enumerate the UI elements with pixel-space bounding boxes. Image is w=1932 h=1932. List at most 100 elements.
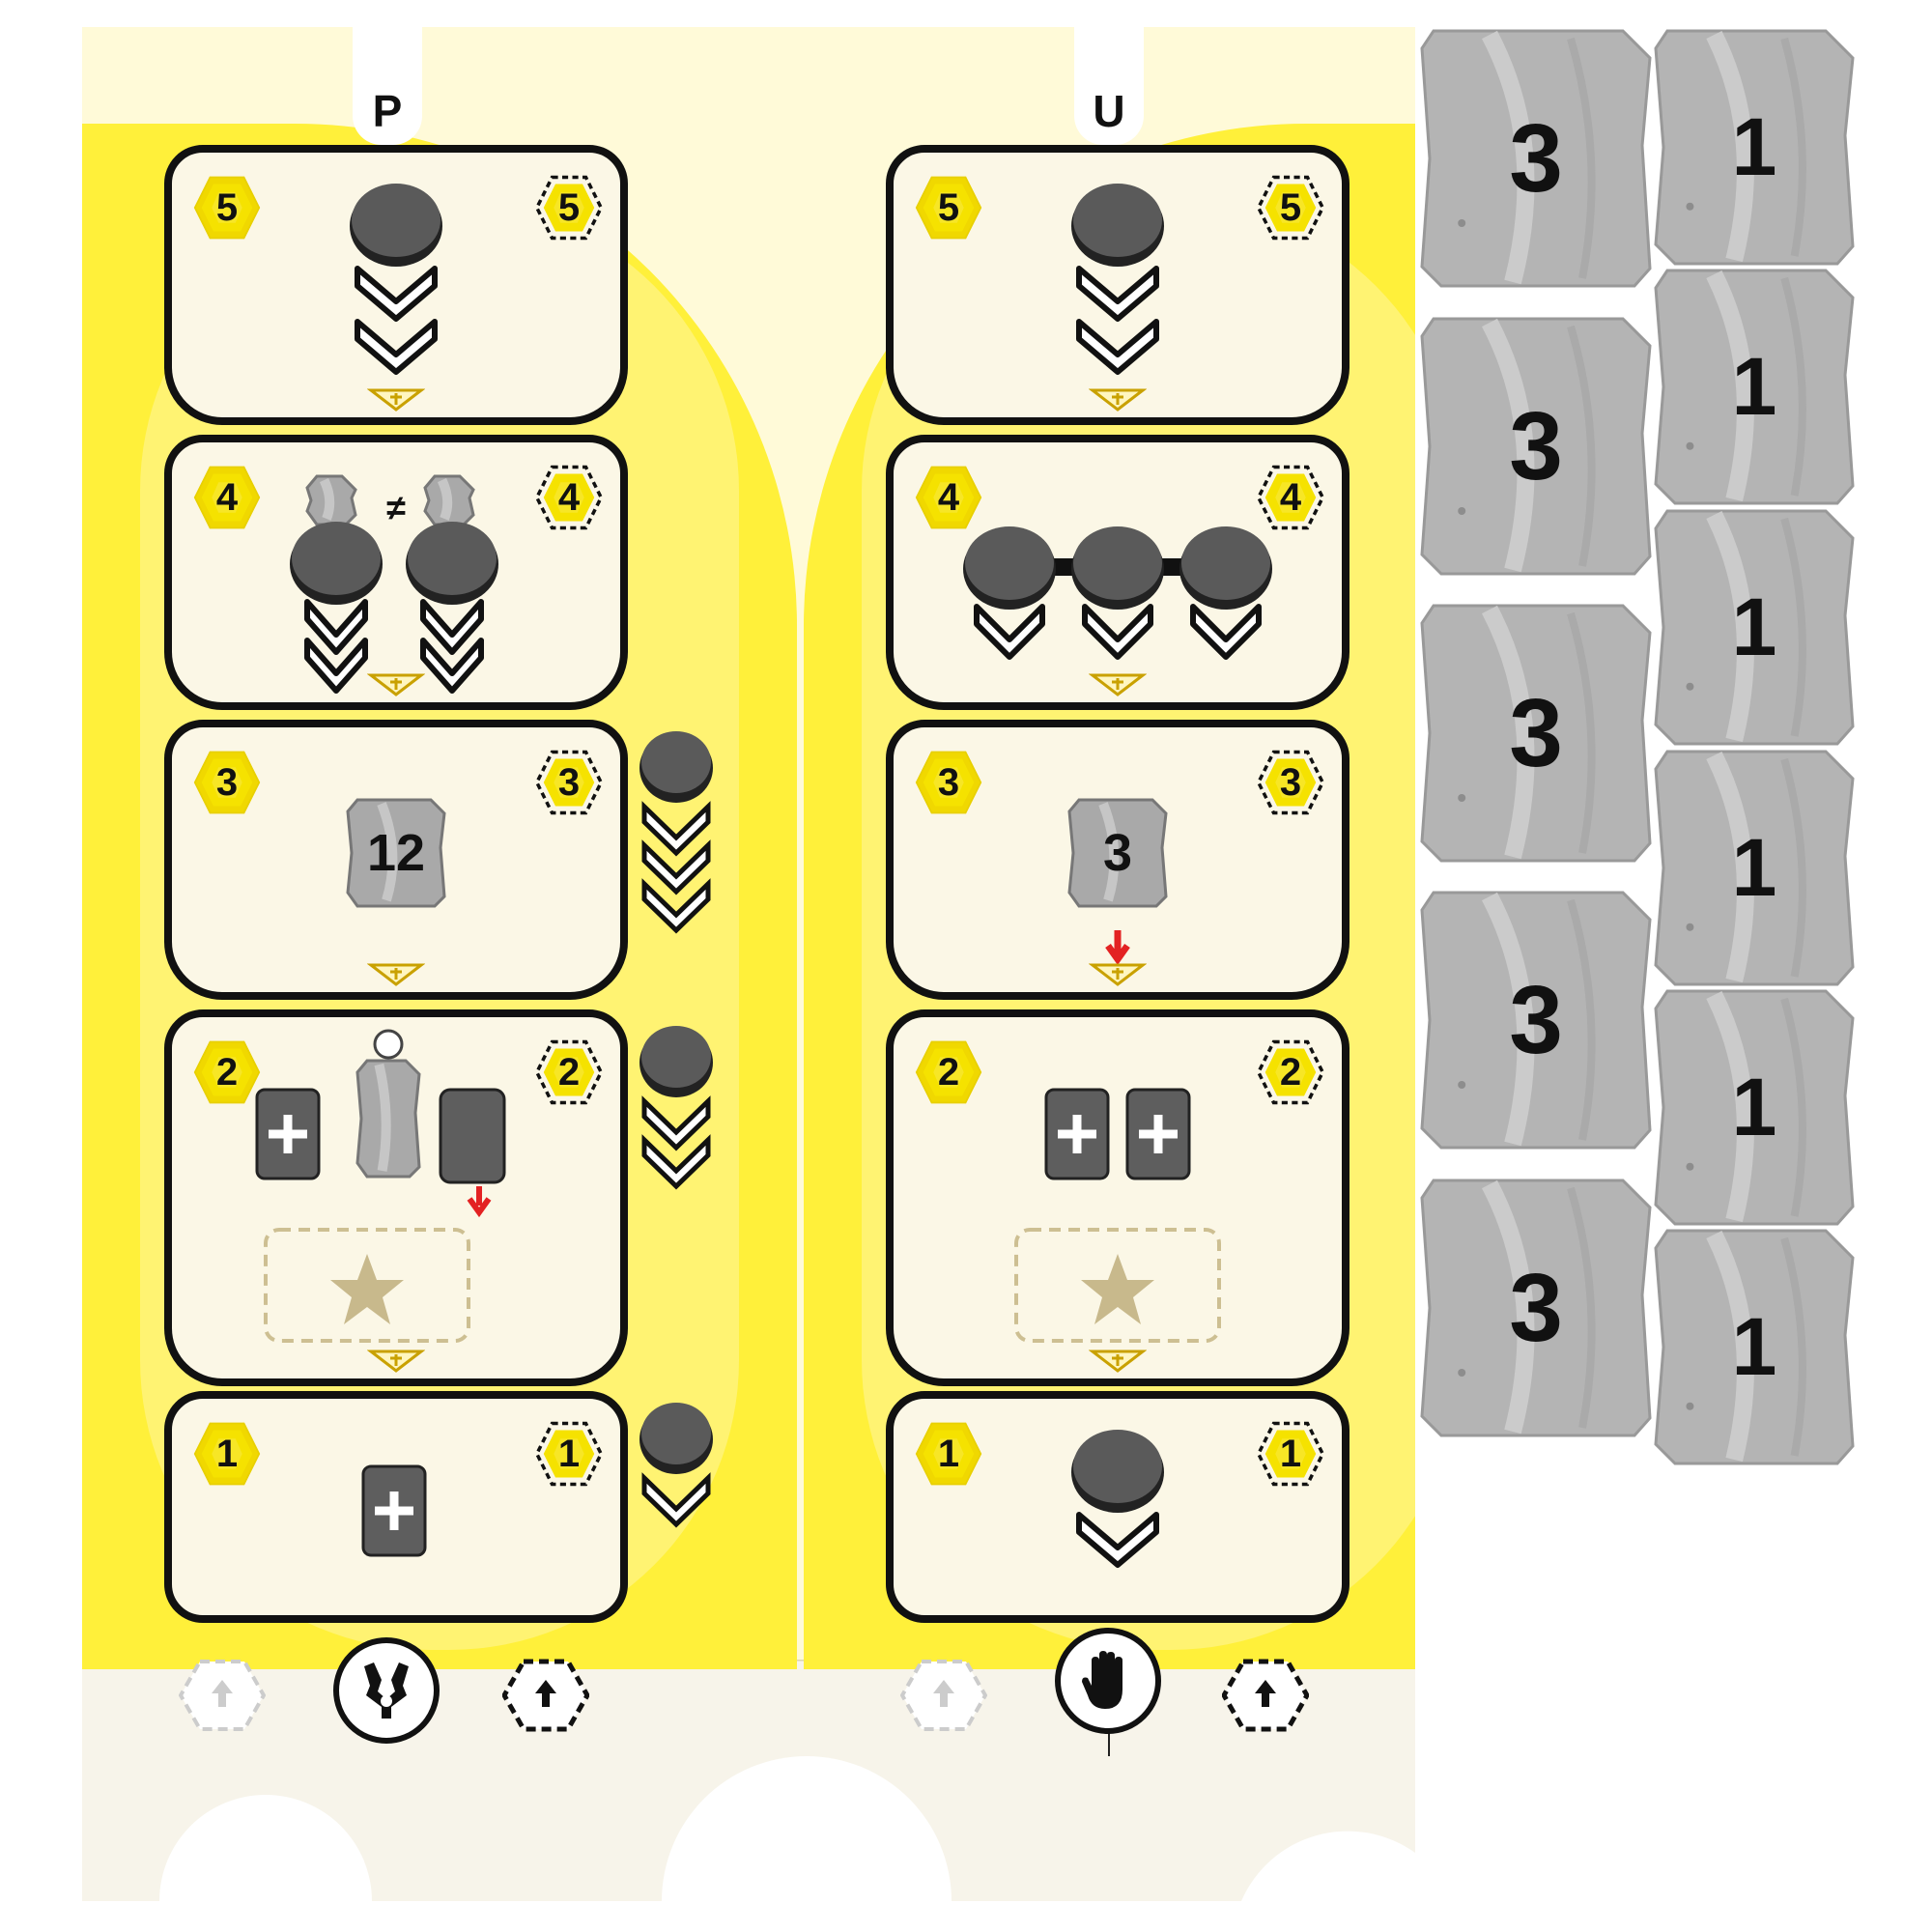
grabber-icon[interactable] xyxy=(333,1637,440,1744)
plus-tab-icon xyxy=(1088,1348,1148,1373)
tile-value: 12 xyxy=(366,824,426,882)
tier-card-u-2: 2 2 xyxy=(886,1009,1350,1386)
tier-action-icon xyxy=(894,727,1342,1011)
level-number: 2 xyxy=(215,1050,239,1094)
tier-card-u-5: 5 5 xyxy=(886,145,1350,425)
level-number: 4 xyxy=(1279,475,1302,519)
stone-tile-small: 1 xyxy=(1654,989,1855,1226)
tile-number: 1 xyxy=(1731,1062,1777,1152)
level-number: 1 xyxy=(557,1432,581,1475)
plus-tab-icon xyxy=(1088,961,1148,986)
tier-card-p-5: 5 5 xyxy=(164,145,628,425)
level-number: 5 xyxy=(937,185,960,229)
level-hex-dashed-icon: 1 xyxy=(534,1420,604,1488)
side-token-stack-1 xyxy=(639,1403,713,1528)
tier-action-icon xyxy=(172,727,620,1011)
column-u-label: U xyxy=(1074,27,1144,145)
tile-number: 1 xyxy=(1731,822,1777,913)
tier-action-icon xyxy=(894,1399,1342,1634)
level-hex-dashed-icon: 5 xyxy=(1256,174,1325,242)
level-hex-icon: 4 xyxy=(915,464,982,531)
column-p-label: P xyxy=(353,27,422,145)
tile-number: 3 xyxy=(1509,391,1563,500)
level-number: 3 xyxy=(937,760,960,804)
level-hex-dashed-icon: 4 xyxy=(534,464,604,531)
level-number: 2 xyxy=(1279,1050,1302,1094)
tile-number: 3 xyxy=(1509,678,1563,787)
level-number: 2 xyxy=(937,1050,960,1094)
tile-number: 1 xyxy=(1731,1301,1777,1392)
tier-card-p-3: 3 3 12 xyxy=(164,720,628,1000)
level-hex-icon: 1 xyxy=(193,1420,261,1488)
level-hex-icon: 3 xyxy=(193,749,261,816)
level-hex-icon: 4 xyxy=(193,464,261,531)
stone-tile-large: 3 xyxy=(1420,1179,1652,1437)
level-hex-icon: 5 xyxy=(915,174,982,242)
level-hex-icon: 3 xyxy=(915,749,982,816)
tile-number: 3 xyxy=(1509,103,1563,213)
arrow-up-icon xyxy=(1255,1680,1276,1707)
arrow-up-icon xyxy=(212,1680,233,1707)
level-hex-icon: 5 xyxy=(193,174,261,242)
svg-text:≠: ≠ xyxy=(386,488,406,527)
level-number: 3 xyxy=(1279,760,1302,804)
level-number: 5 xyxy=(1279,185,1302,229)
level-hex-dashed-icon: 2 xyxy=(1256,1038,1325,1106)
stone-tile-large: 3 xyxy=(1420,317,1652,576)
level-number: 1 xyxy=(1279,1432,1302,1475)
arrow-up-icon xyxy=(535,1680,556,1707)
tier-card-p-1: 1 1 xyxy=(164,1391,628,1623)
plus-tab-icon xyxy=(366,671,426,696)
level-number: 4 xyxy=(557,475,581,519)
board-lower-strip xyxy=(82,1660,1415,1901)
tile-number: 1 xyxy=(1731,582,1777,672)
stone-tile-small: 1 xyxy=(1654,509,1855,746)
tile-number: 1 xyxy=(1731,341,1777,432)
tier-card-p-2: 2 2 xyxy=(164,1009,628,1386)
level-number: 4 xyxy=(937,475,960,519)
level-number: 5 xyxy=(215,185,239,229)
plus-tab-icon xyxy=(366,1348,426,1373)
level-number: 3 xyxy=(557,760,581,804)
stone-tile-small: 1 xyxy=(1654,269,1855,505)
level-number: 4 xyxy=(215,475,239,519)
level-number: 2 xyxy=(557,1050,581,1094)
tier-card-u-1: 1 1 xyxy=(886,1391,1350,1623)
upgrade-slot xyxy=(502,1659,589,1732)
level-hex-dashed-icon: 2 xyxy=(534,1038,604,1106)
plus-tab-icon xyxy=(366,386,426,412)
plus-tab-icon xyxy=(1088,386,1148,412)
tier-action-icon: ≠ xyxy=(172,442,620,722)
level-number: 1 xyxy=(937,1432,960,1475)
tile-number: 1 xyxy=(1731,101,1777,192)
side-token-stack-2 xyxy=(639,1026,713,1190)
tile-value: 3 xyxy=(1102,824,1133,882)
tile-number: 3 xyxy=(1509,965,1563,1074)
upgrade-slot-faded xyxy=(179,1660,266,1731)
plus-tab-icon xyxy=(1088,671,1148,696)
level-hex-dashed-icon: 3 xyxy=(1256,749,1325,816)
tier-card-p-4: 4 4 ≠ xyxy=(164,435,628,710)
level-hex-icon: 2 xyxy=(193,1038,261,1106)
tier-card-u-3: 3 3 3 xyxy=(886,720,1350,1000)
level-hex-dashed-icon: 3 xyxy=(534,749,604,816)
plus-tab-icon xyxy=(366,961,426,986)
tier-action-icon xyxy=(894,442,1342,722)
hand-icon[interactable] xyxy=(1055,1628,1161,1734)
stone-tile-large: 3 xyxy=(1420,604,1652,863)
tier-card-u-4: 4 4 xyxy=(886,435,1350,710)
tile-number: 3 xyxy=(1509,1253,1563,1362)
level-hex-dashed-icon: 4 xyxy=(1256,464,1325,531)
tier-action-icon xyxy=(172,1399,620,1634)
arrow-up-icon xyxy=(933,1680,954,1707)
level-number: 3 xyxy=(215,760,239,804)
level-number: 1 xyxy=(215,1432,239,1475)
stone-tile-large: 3 xyxy=(1420,891,1652,1150)
level-number: 5 xyxy=(557,185,581,229)
level-hex-dashed-icon: 1 xyxy=(1256,1420,1325,1488)
level-hex-dashed-icon: 5 xyxy=(534,174,604,242)
side-token-stack-3 xyxy=(639,731,713,934)
stone-tile-small: 1 xyxy=(1654,29,1855,266)
tier-action-icon xyxy=(894,1017,1342,1398)
level-hex-icon: 1 xyxy=(915,1420,982,1488)
